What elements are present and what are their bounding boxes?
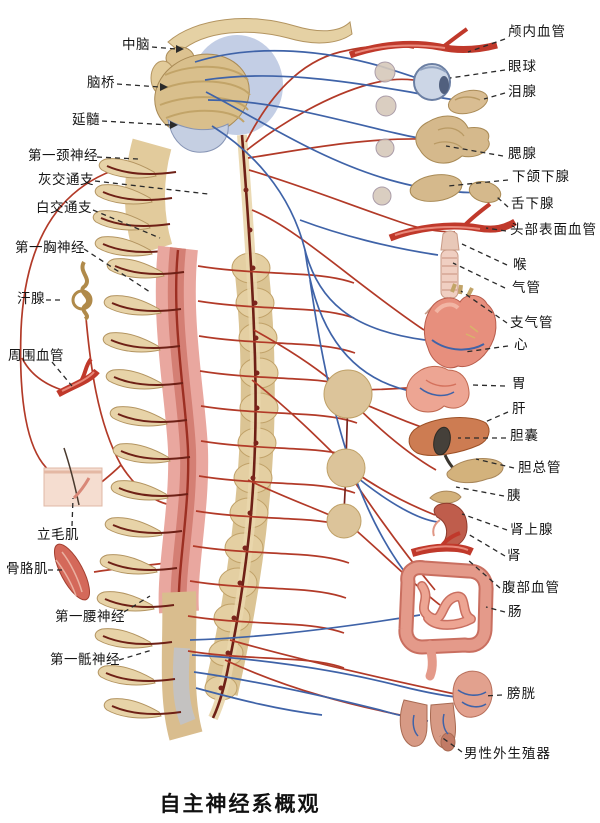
label-peripheral-vessels: 周围血管 — [8, 348, 64, 364]
skin-with-hair — [43, 447, 103, 507]
label-larynx: 喉 — [513, 257, 528, 273]
label-gray-ramus: 灰交通支 — [38, 172, 94, 188]
label-medulla: 延髓 — [72, 112, 100, 128]
label-pancreas: 胰 — [507, 488, 522, 504]
head-surface-vessel — [388, 202, 517, 242]
label-first-cervical-nerve: 第一颈神经 — [28, 148, 98, 164]
stomach — [405, 365, 470, 413]
label-adrenal-gland: 肾上腺 — [510, 522, 554, 538]
label-trachea: 气管 — [512, 280, 541, 296]
leader-arrowheads — [160, 45, 184, 129]
eyeball — [413, 63, 451, 101]
sympathetic-trunk — [208, 134, 261, 721]
abdominal-vessel — [410, 531, 474, 557]
label-liver: 肝 — [512, 401, 527, 417]
label-intracranial-vessels: 颅内血管 — [508, 24, 566, 40]
sublingual-gland — [468, 181, 502, 203]
peripheral-vessel — [56, 357, 100, 398]
hair-shaft — [63, 447, 80, 506]
label-white-ramus: 白交通支 — [36, 200, 92, 216]
label-first-thoracic-nerve: 第一胸神经 — [15, 240, 85, 256]
gallbladder — [433, 426, 451, 456]
arrector-pili-muscle — [72, 477, 91, 500]
label-heart: 心 — [514, 337, 529, 353]
label-bronchi: 支气管 — [510, 315, 554, 331]
label-arrector-pili: 立毛肌 — [37, 527, 79, 543]
label-common-bile-duct: 胆总管 — [518, 460, 562, 476]
label-first-sacral-nerve: 第一骶神经 — [50, 652, 120, 668]
intestine — [398, 560, 494, 681]
head-ganglia — [372, 61, 397, 206]
label-bladder: 膀胱 — [507, 686, 536, 702]
label-lacrimal-gland: 泪腺 — [508, 84, 537, 100]
label-gallbladder: 胆囊 — [510, 428, 539, 444]
figure-title: 自主神经系概观 — [159, 792, 321, 816]
label-male-genitalia: 男性外生殖器 — [464, 746, 551, 762]
sweat-gland — [71, 260, 93, 321]
label-kidney: 肾 — [507, 548, 522, 564]
label-submandibular-gland: 下颌下腺 — [512, 169, 570, 185]
label-intestine: 肠 — [508, 604, 523, 620]
label-parotid-gland: 腮腺 — [508, 146, 537, 162]
pancreas — [446, 458, 504, 484]
cervical-vertebrae — [92, 138, 177, 257]
heart — [423, 283, 497, 369]
label-stomach: 胃 — [512, 376, 527, 392]
male-genitalia — [399, 699, 456, 752]
lacrimal-gland — [447, 89, 489, 115]
submandibular-gland — [409, 174, 463, 202]
inferior-mesenteric-ganglion — [326, 503, 362, 539]
label-pons: 脑桥 — [87, 75, 115, 91]
label-abdominal-vessels: 腹部血管 — [502, 580, 560, 596]
label-eyeball: 眼球 — [508, 59, 537, 75]
adrenal-gland — [429, 490, 462, 504]
leader-lines — [46, 38, 515, 753]
label-sublingual-gland: 舌下腺 — [511, 196, 555, 212]
vertebral-column — [204, 252, 279, 701]
label-first-lumbar-nerve: 第一腰神经 — [55, 609, 125, 625]
spinal-cord — [155, 245, 209, 741]
parotid-gland — [415, 115, 490, 164]
intracranial-vessel — [348, 27, 498, 59]
brainstem — [150, 18, 353, 153]
superior-mesenteric-ganglion — [326, 448, 366, 488]
kidney — [432, 503, 468, 548]
label-midbrain: 中脑 — [122, 37, 150, 53]
skeletal-muscle — [54, 543, 90, 601]
bladder — [452, 670, 493, 718]
celiac-ganglion — [323, 369, 373, 419]
label-skeletal-muscle: 骨胳肌 — [6, 561, 48, 577]
label-sweat-gland: 汗腺 — [17, 291, 45, 307]
parasympathetic-pathways — [189, 49, 483, 722]
skull-base-bone — [167, 18, 353, 53]
sacral-cord-segment — [172, 647, 196, 725]
prevertebral-ganglia — [323, 369, 373, 539]
medulla — [167, 119, 229, 153]
pons — [154, 53, 251, 137]
label-head-surface-vessels: 头部表面血管 — [510, 222, 597, 238]
